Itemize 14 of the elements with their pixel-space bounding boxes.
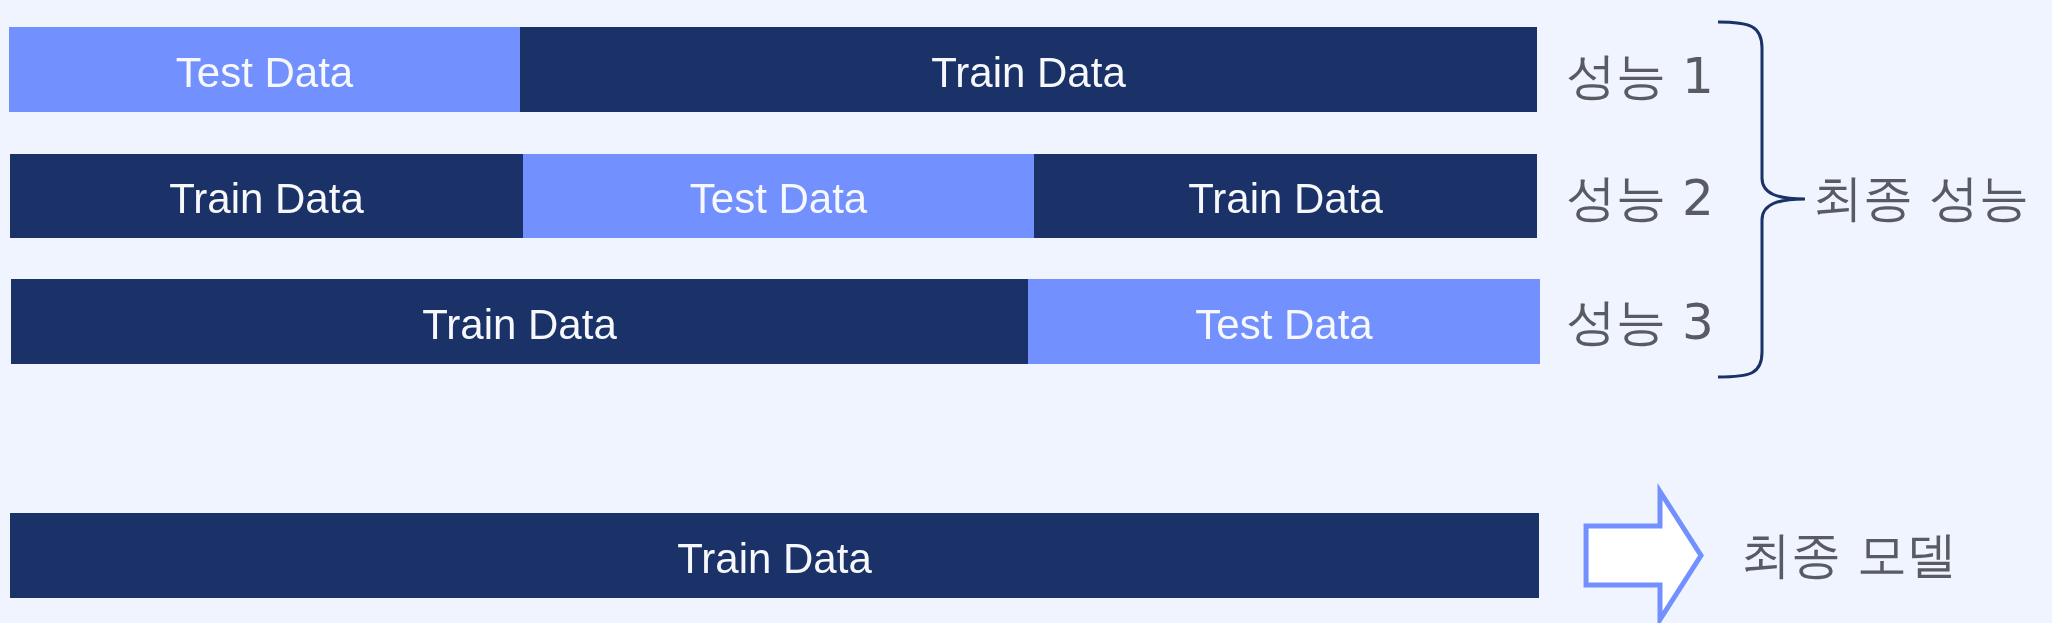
brace-label: 최종 성능 — [1813, 170, 2029, 228]
data-block: Train Data — [520, 27, 1537, 112]
row-label: 성능 1 — [1566, 48, 1714, 106]
data-block: Train Data — [10, 154, 523, 238]
data-block: Train Data — [11, 279, 1028, 364]
block-arrow — [1583, 482, 1704, 623]
data-block: Train Data — [1034, 154, 1537, 238]
data-block: Test Data — [523, 154, 1034, 238]
data-block: Test Data — [9, 27, 520, 112]
data-block: Train Data — [10, 513, 1539, 598]
data-block: Test Data — [1028, 279, 1540, 364]
row-label: 성능 2 — [1566, 170, 1714, 228]
row-label: 성능 3 — [1566, 294, 1714, 352]
text-label: 최종 모델 — [1741, 527, 1957, 585]
